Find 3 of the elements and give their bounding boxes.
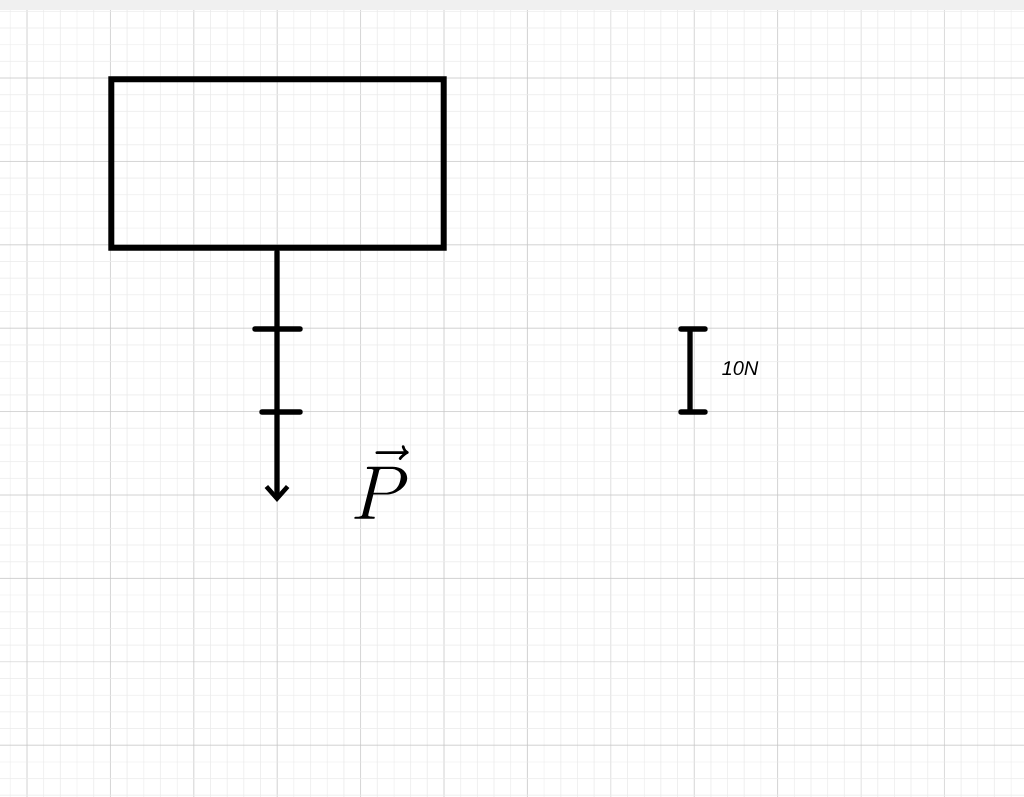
force-label: $\vec{P}$ bbox=[354, 445, 409, 519]
box bbox=[108, 76, 447, 251]
scale-label: 10N bbox=[722, 360, 759, 376]
